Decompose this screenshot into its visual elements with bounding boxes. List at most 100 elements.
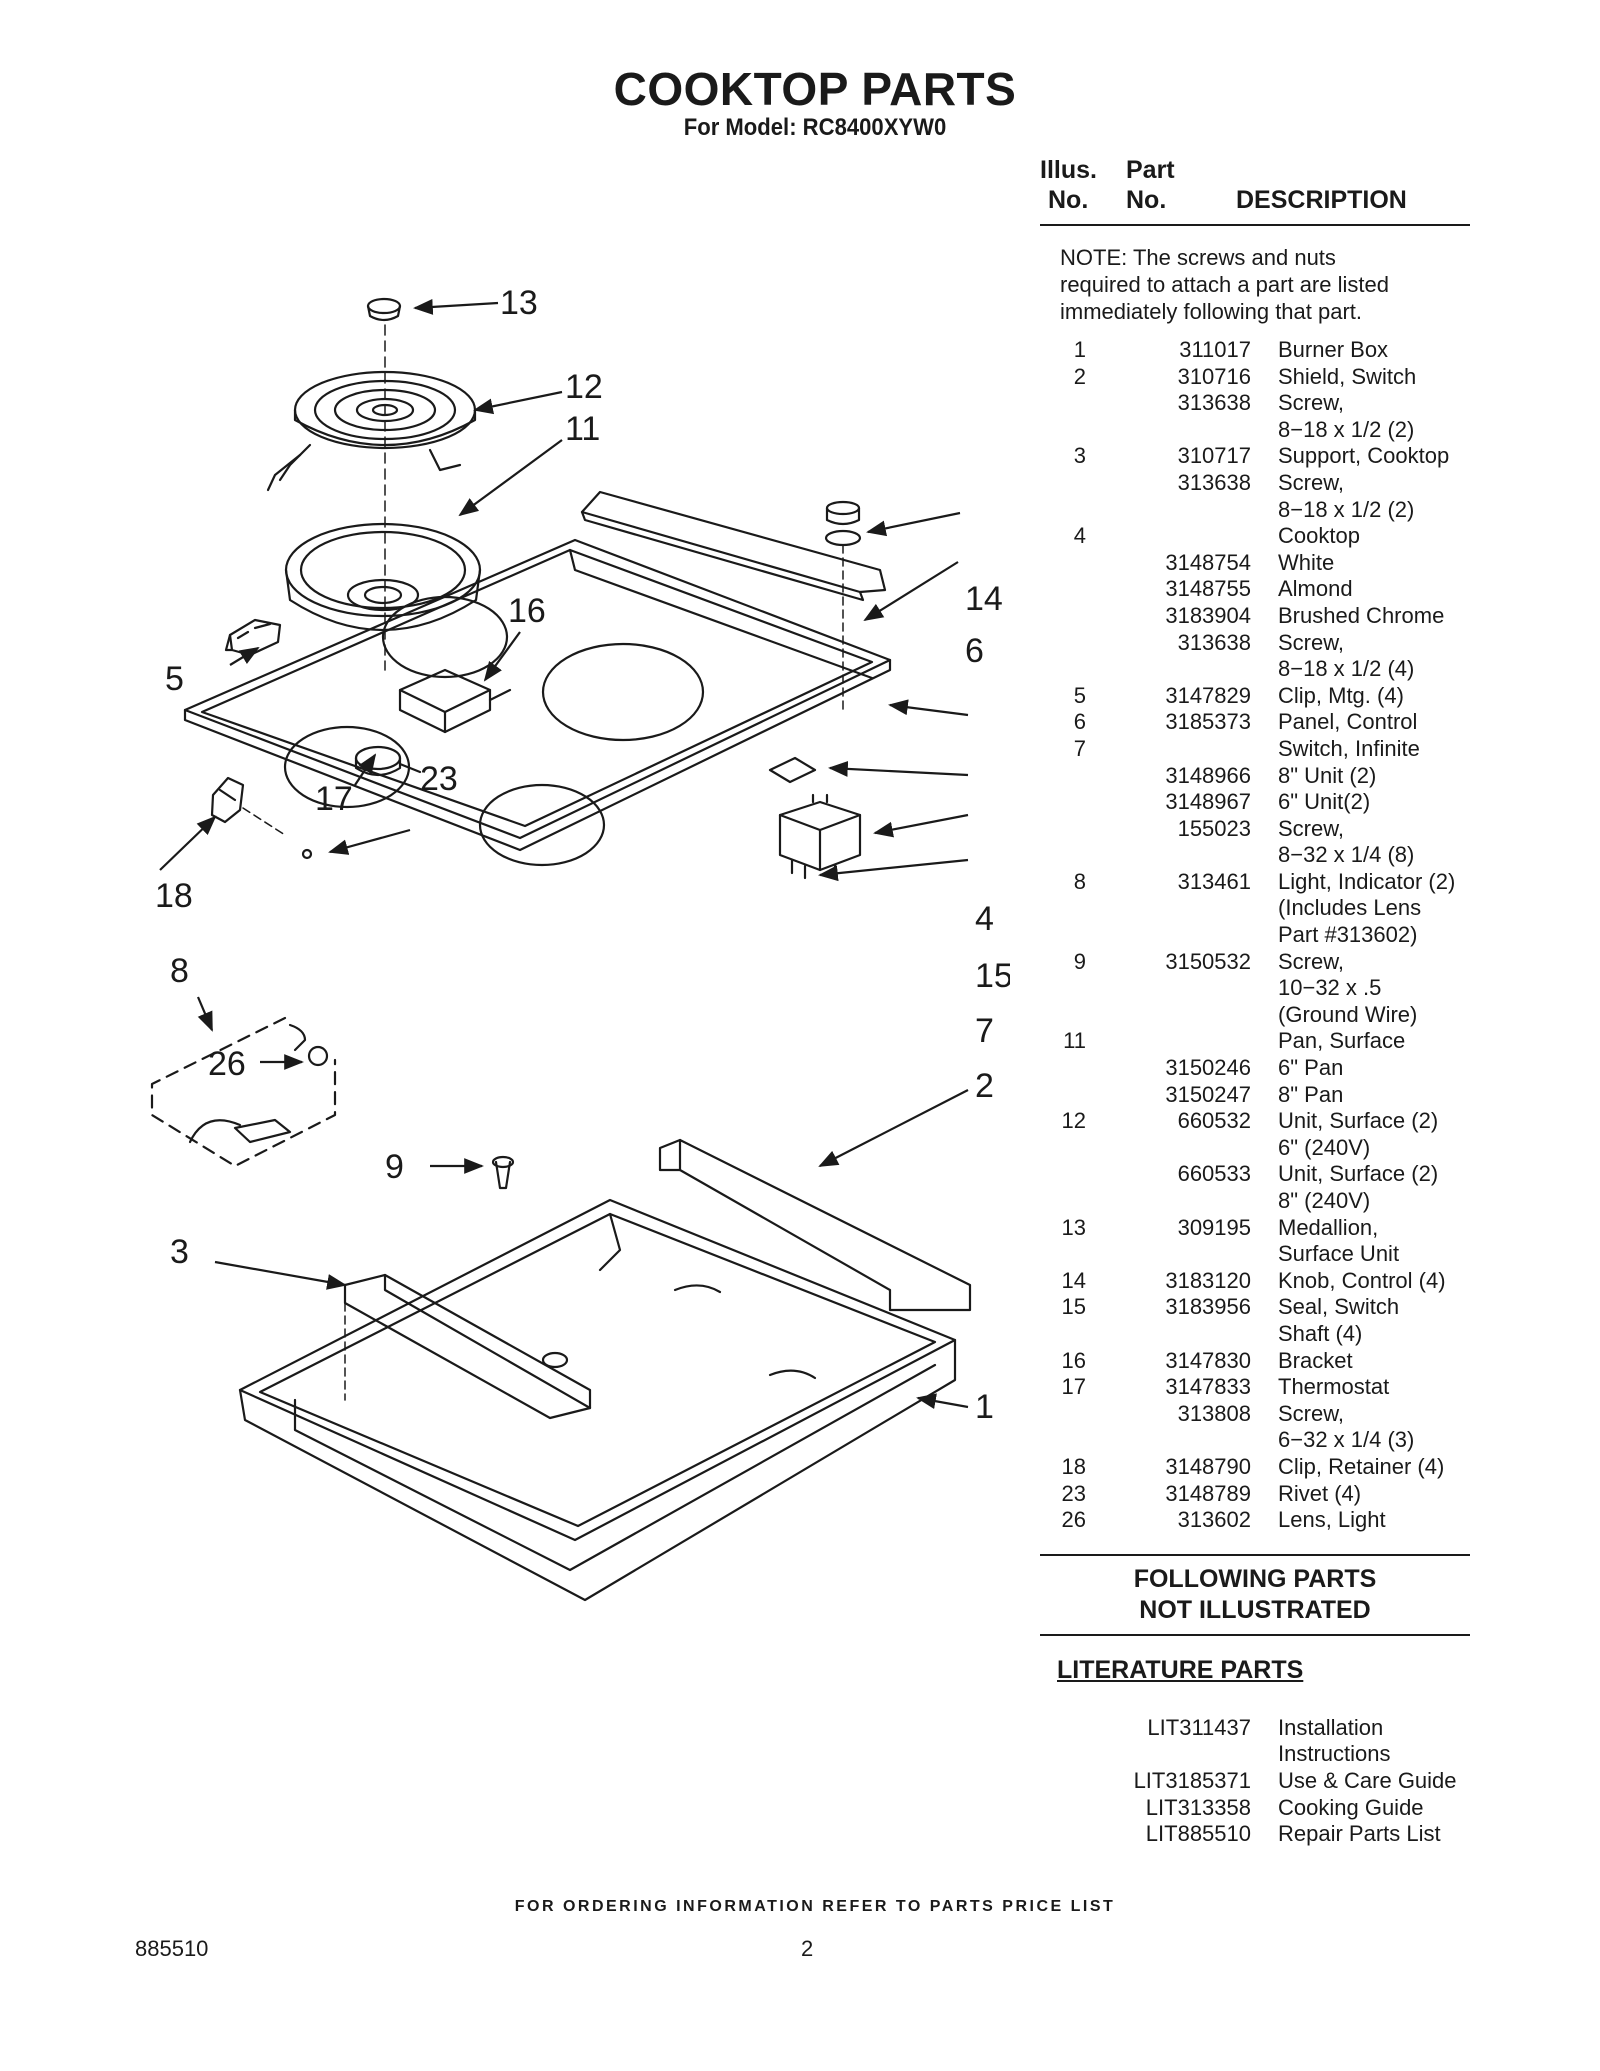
illus-number [1040,656,1086,683]
section-divider [1040,1553,1470,1556]
part-number: 313638 [1177,390,1251,416]
part-row: 8−18 x 1/2 (4) [1040,656,1470,683]
part-row: Surface Unit [1040,1241,1470,1268]
part-number [1086,922,1251,949]
part-number [1086,1188,1251,1215]
literature-row: Instructions [1040,1741,1470,1768]
model-subtitle: For Model: RC8400XYW0 [683,114,947,141]
part-number: 3150247 [1165,1081,1251,1107]
bracket-part [398,668,512,734]
part-number [1086,1321,1251,1348]
illus-number [1040,1321,1086,1348]
callout-2: 2 [975,1067,994,1105]
part-number [1086,1028,1251,1055]
callout-9: 9 [385,1148,404,1186]
illus-number [1040,630,1086,657]
part-description: Cooking Guide [1278,1794,1424,1820]
illus-number [1040,842,1086,869]
part-number: LIT3185371 [1133,1767,1251,1793]
ordering-info: FOR ORDERING INFORMATION REFER TO PARTS … [514,1898,1116,1915]
part-description: Screw, [1278,390,1345,416]
part-description: Repair Parts List [1278,1821,1441,1847]
part-description: Screw, [1278,1400,1345,1426]
part-description: Medallion, [1278,1214,1379,1240]
part-number: 3148967 [1165,789,1251,815]
part-description: Screw, [1278,948,1345,974]
rivet-part [301,848,313,860]
illus-number [1040,1401,1086,1428]
callout-7: 7 [975,1012,994,1050]
part-description: 6" (240V) [1278,1134,1371,1160]
callout-8: 8 [170,952,189,990]
illus-number [1040,470,1086,497]
illus-number [1040,1241,1086,1268]
callout-18: 18 [155,877,193,915]
illus-number: 4 [1073,523,1086,549]
part-row: Shaft (4) [1040,1321,1470,1348]
callout-1: 1 [975,1388,994,1426]
part-description: Bracket [1278,1347,1353,1373]
part-description: Support, Cooktop [1278,443,1450,469]
part-description: Almond [1278,576,1353,602]
part-description: Use & Care Guide [1278,1767,1457,1793]
part-description: Clip, Retainer (4) [1278,1453,1445,1479]
illus-number [1040,975,1086,1002]
control-panel-part [580,490,887,602]
part-number: 3150532 [1165,948,1251,974]
part-row: 8−18 x 1/2 (2) [1040,497,1470,524]
illus-number [1040,1135,1086,1162]
callout-11: 11 [565,410,600,448]
part-description: Rivet (4) [1278,1480,1362,1506]
spacer [1040,1768,1086,1795]
exploded-parts-diagram: 13 12 11 16 14 6 5 17 23 18 8 4 15 7 26 … [150,284,1010,1602]
part-number: 3147830 [1165,1347,1251,1373]
callout-17: 17 [315,780,353,818]
burner-box-part [238,1198,957,1602]
callout-14: 14 [965,580,1003,618]
parts-list-column: Illus. No. Part No. DESCRIPTION NOTE: Th… [1040,150,1470,1848]
part-description: 6−32 x 1/4 (3) [1278,1427,1415,1453]
part-description: 8−18 x 1/2 (2) [1278,496,1415,522]
part-description: Switch, Infinite [1278,735,1420,761]
part-description: White [1278,549,1335,575]
part-description: Shaft (4) [1278,1320,1363,1346]
callout-3: 3 [170,1233,189,1271]
part-number [1086,417,1251,444]
part-number [1086,1241,1251,1268]
part-number: 309195 [1177,1214,1251,1240]
part-description: Burner Box [1278,337,1389,362]
document-number: 885510 [135,1936,209,1961]
part-number [1086,975,1251,1002]
callout-5: 5 [165,660,184,698]
callout-15: 15 [975,957,1010,995]
cooktop-support-part [343,1273,592,1420]
callout-16: 16 [508,592,546,630]
part-row: 7 Switch, Infinite [1040,736,1470,763]
illus-number [1040,603,1086,630]
illus-number: 26 [1061,1507,1086,1533]
illus-number: 14 [1061,1267,1086,1293]
literature-row: LIT313358 Cooking Guide [1040,1795,1470,1822]
part-number: LIT313358 [1145,1794,1251,1820]
surface-pan-part [284,522,482,631]
callout-13: 13 [500,284,538,322]
part-number: 311017 [1179,337,1251,362]
part-row: (Includes Lens [1040,895,1470,922]
illus-number: 7 [1073,735,1086,761]
